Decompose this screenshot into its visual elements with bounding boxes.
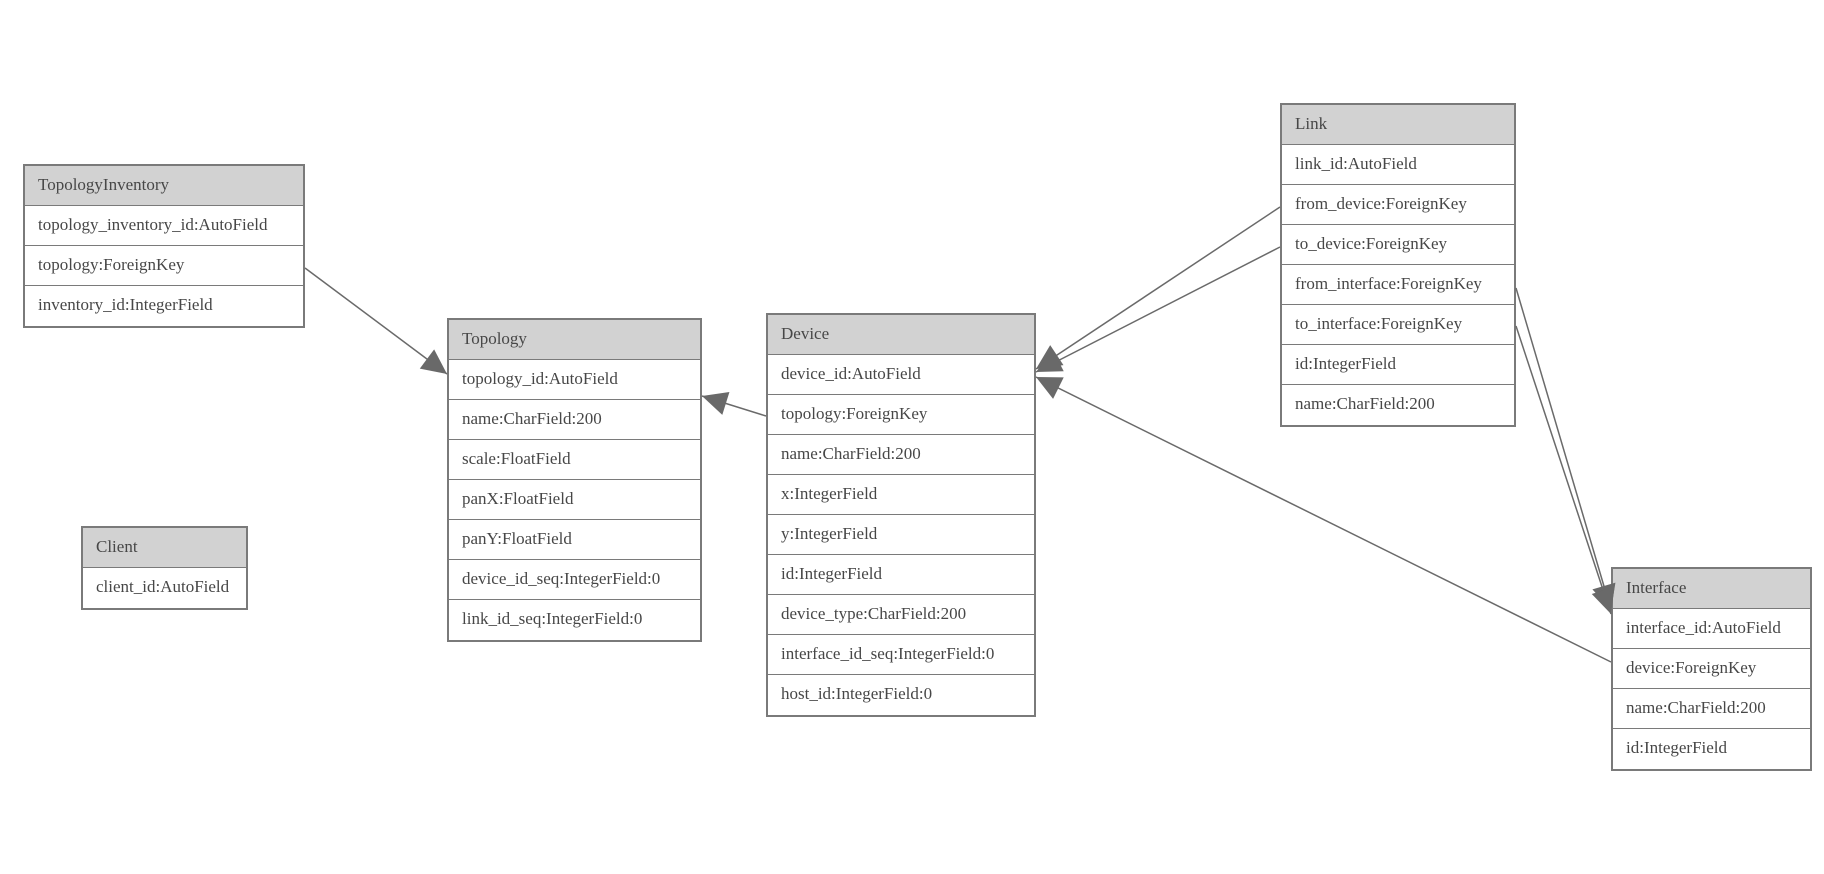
- entity-title: Link: [1282, 105, 1514, 145]
- entity-title: Interface: [1613, 569, 1810, 609]
- field-row: name:CharField:200: [1613, 689, 1810, 729]
- entity-title: Device: [768, 315, 1034, 355]
- entity-title: Client: [83, 528, 246, 568]
- field-row: id:IntegerField: [1282, 345, 1514, 385]
- field-row: topology:ForeignKey: [768, 395, 1034, 435]
- field-row: name:CharField:200: [1282, 385, 1514, 425]
- field-row: device_id:AutoField: [768, 355, 1034, 395]
- field-row: topology:ForeignKey: [25, 246, 303, 286]
- field-row: scale:FloatField: [449, 440, 700, 480]
- field-row: x:IntegerField: [768, 475, 1034, 515]
- field-row: topology_id:AutoField: [449, 360, 700, 400]
- field-row: inventory_id:IntegerField: [25, 286, 303, 326]
- field-row: interface_id:AutoField: [1613, 609, 1810, 649]
- entity-title: Topology: [449, 320, 700, 360]
- field-row: id:IntegerField: [768, 555, 1034, 595]
- field-row: link_id:AutoField: [1282, 145, 1514, 185]
- field-row: host_id:IntegerField:0: [768, 675, 1034, 715]
- field-row: device_id_seq:IntegerField:0: [449, 560, 700, 600]
- field-row: topology_inventory_id:AutoField: [25, 206, 303, 246]
- field-row: id:IntegerField: [1613, 729, 1810, 769]
- field-row: to_interface:ForeignKey: [1282, 305, 1514, 345]
- field-row: from_device:ForeignKey: [1282, 185, 1514, 225]
- field-row: link_id_seq:IntegerField:0: [449, 600, 700, 640]
- field-row: device_type:CharField:200: [768, 595, 1034, 635]
- field-row: name:CharField:200: [449, 400, 700, 440]
- field-row: y:IntegerField: [768, 515, 1034, 555]
- field-row: from_interface:ForeignKey: [1282, 265, 1514, 305]
- field-row: panX:FloatField: [449, 480, 700, 520]
- field-row: name:CharField:200: [768, 435, 1034, 475]
- field-row: interface_id_seq:IntegerField:0: [768, 635, 1034, 675]
- field-row: device:ForeignKey: [1613, 649, 1810, 689]
- field-row: panY:FloatField: [449, 520, 700, 560]
- field-row: client_id:AutoField: [83, 568, 246, 608]
- field-row: to_device:ForeignKey: [1282, 225, 1514, 265]
- entity-title: TopologyInventory: [25, 166, 303, 206]
